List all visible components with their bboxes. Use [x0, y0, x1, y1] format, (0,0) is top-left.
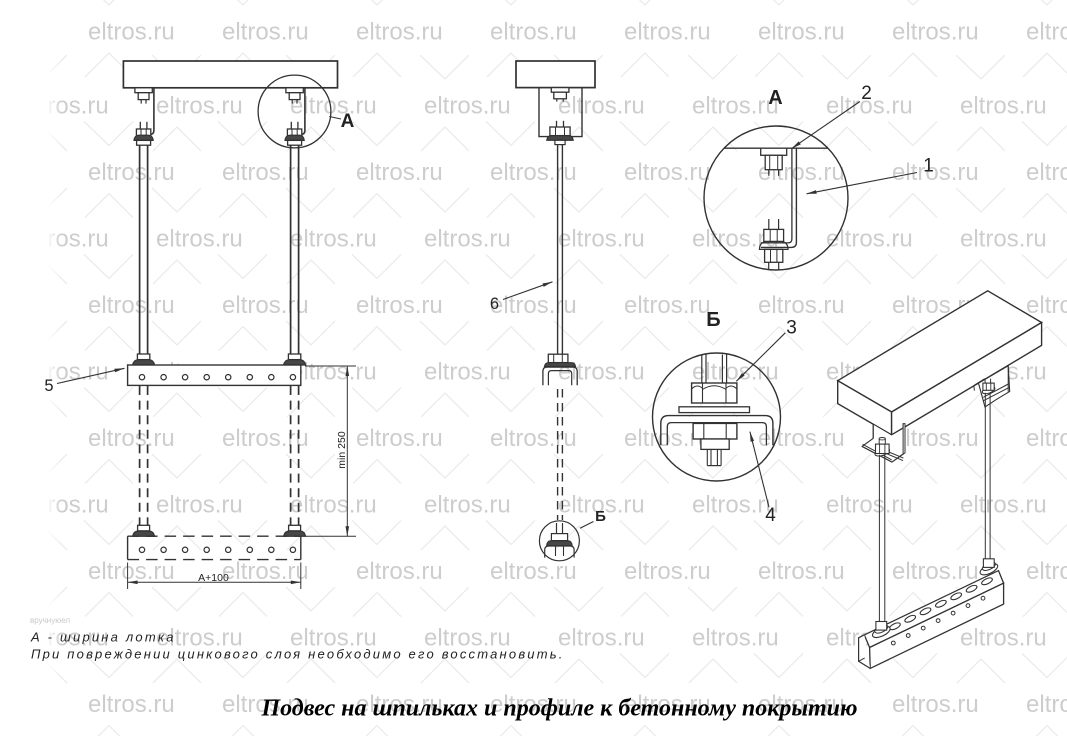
svg-text:eltros.ru: eltros.ru [624, 691, 711, 718]
svg-text:eltros.ru: eltros.ru [892, 691, 979, 718]
svg-text:eltros.ru: eltros.ru [1026, 691, 1067, 718]
svg-text:eltros.ru: eltros.ru [156, 625, 243, 652]
svg-text:eltros.ru: eltros.ru [490, 558, 577, 585]
svg-text:eltros.ru: eltros.ru [356, 691, 443, 718]
svg-text:eltros.ru: eltros.ru [490, 691, 577, 718]
svg-text:А: А [341, 111, 355, 132]
svg-text:eltros.ru: eltros.ru [892, 558, 979, 585]
svg-text:Б: Б [595, 508, 606, 525]
svg-text:eltros.ru: eltros.ru [960, 625, 1047, 652]
svg-text:вручнуюел: вручнуюел [30, 616, 70, 625]
svg-text:eltros.ru: eltros.ru [558, 492, 645, 519]
svg-text:eltros.ru: eltros.ru [356, 558, 443, 585]
svg-text:А - ширина лотка: А - ширина лотка [30, 630, 176, 645]
svg-text:eltros.ru: eltros.ru [1026, 292, 1067, 319]
svg-text:eltros.ru: eltros.ru [356, 292, 443, 319]
svg-text:eltros.ru: eltros.ru [490, 159, 577, 186]
svg-text:eltros.ru: eltros.ru [1026, 159, 1067, 186]
svg-text:2: 2 [861, 83, 872, 104]
svg-text:eltros.ru: eltros.ru [356, 425, 443, 452]
svg-text:4: 4 [765, 505, 776, 526]
svg-text:eltros.ru: eltros.ru [558, 625, 645, 652]
svg-text:eltros.ru: eltros.ru [892, 19, 979, 46]
svg-text:eltros.ru: eltros.ru [624, 159, 711, 186]
svg-text:eltros.ru: eltros.ru [692, 359, 779, 386]
svg-text:eltros.ru: eltros.ru [960, 93, 1047, 120]
svg-text:eltros.ru: eltros.ru [356, 159, 443, 186]
svg-text:eltros.ru: eltros.ru [960, 492, 1047, 519]
svg-text:eltros.ru: eltros.ru [424, 625, 511, 652]
svg-text:eltros.ru: eltros.ru [892, 159, 979, 186]
svg-text:eltros.ru: eltros.ru [1026, 425, 1067, 452]
svg-text:3: 3 [786, 318, 797, 339]
svg-text:min 250: min 250 [336, 431, 348, 469]
svg-text:eltros.ru: eltros.ru [758, 19, 845, 46]
svg-text:eltros.ru: eltros.ru [222, 19, 309, 46]
svg-text:При повреждении цинкового слоя: При повреждении цинкового слоя необходим… [31, 647, 565, 662]
svg-text:eltros.ru: eltros.ru [758, 292, 845, 319]
svg-text:eltros.ru: eltros.ru [88, 425, 175, 452]
svg-text:eltros.ru: eltros.ru [88, 19, 175, 46]
svg-text:eltros.ru: eltros.ru [156, 93, 243, 120]
svg-text:eltros.ru: eltros.ru [490, 292, 577, 319]
svg-text:eltros.ru: eltros.ru [290, 226, 377, 253]
svg-text:Б: Б [706, 309, 720, 331]
svg-text:eltros.ru: eltros.ru [624, 558, 711, 585]
svg-text:eltros.ru: eltros.ru [424, 93, 511, 120]
svg-text:eltros.ru: eltros.ru [624, 19, 711, 46]
svg-text:eltros.ru: eltros.ru [758, 691, 845, 718]
svg-text:eltros.ru: eltros.ru [758, 558, 845, 585]
svg-text:eltros.ru: eltros.ru [692, 625, 779, 652]
svg-text:eltros.ru: eltros.ru [290, 625, 377, 652]
svg-text:eltros.ru: eltros.ru [290, 93, 377, 120]
svg-text:eltros.ru: eltros.ru [222, 292, 309, 319]
svg-text:eltros.ru: eltros.ru [290, 492, 377, 519]
svg-text:eltros.ru: eltros.ru [892, 425, 979, 452]
svg-text:eltros.ru: eltros.ru [88, 159, 175, 186]
svg-text:А+100: А+100 [198, 572, 229, 584]
svg-text:eltros.ru: eltros.ru [692, 93, 779, 120]
svg-text:6: 6 [490, 295, 499, 313]
svg-text:eltros.ru: eltros.ru [558, 226, 645, 253]
svg-text:eltros.ru: eltros.ru [758, 425, 845, 452]
svg-text:eltros.ru: eltros.ru [222, 425, 309, 452]
svg-text:eltros.ru: eltros.ru [490, 19, 577, 46]
svg-text:Подвес на шпильках и профиле к: Подвес на шпильках и профиле к бетонному… [260, 696, 857, 722]
svg-text:eltros.ru: eltros.ru [156, 492, 243, 519]
svg-text:eltros.ru: eltros.ru [88, 558, 175, 585]
svg-text:5: 5 [44, 377, 53, 395]
svg-text:eltros.ru: eltros.ru [624, 292, 711, 319]
svg-text:eltros.ru: eltros.ru [222, 558, 309, 585]
svg-text:eltros.ru: eltros.ru [558, 93, 645, 120]
svg-text:eltros.ru: eltros.ru [490, 425, 577, 452]
svg-text:eltros.ru: eltros.ru [88, 292, 175, 319]
svg-text:eltros.ru: eltros.ru [1026, 19, 1067, 46]
svg-text:eltros.ru: eltros.ru [88, 691, 175, 718]
svg-text:eltros.ru: eltros.ru [222, 159, 309, 186]
svg-text:eltros.ru: eltros.ru [826, 226, 913, 253]
svg-text:1: 1 [923, 156, 934, 177]
svg-text:eltros.ru: eltros.ru [156, 226, 243, 253]
svg-text:А: А [768, 87, 782, 109]
svg-text:eltros.ru: eltros.ru [424, 492, 511, 519]
svg-text:eltros.ru: eltros.ru [356, 19, 443, 46]
svg-text:eltros.ru: eltros.ru [826, 492, 913, 519]
svg-text:eltros.ru: eltros.ru [222, 691, 309, 718]
svg-text:eltros.ru: eltros.ru [424, 359, 511, 386]
svg-text:eltros.ru: eltros.ru [1026, 558, 1067, 585]
svg-text:eltros.ru: eltros.ru [692, 492, 779, 519]
svg-text:eltros.ru: eltros.ru [960, 226, 1047, 253]
svg-text:eltros.ru: eltros.ru [424, 226, 511, 253]
